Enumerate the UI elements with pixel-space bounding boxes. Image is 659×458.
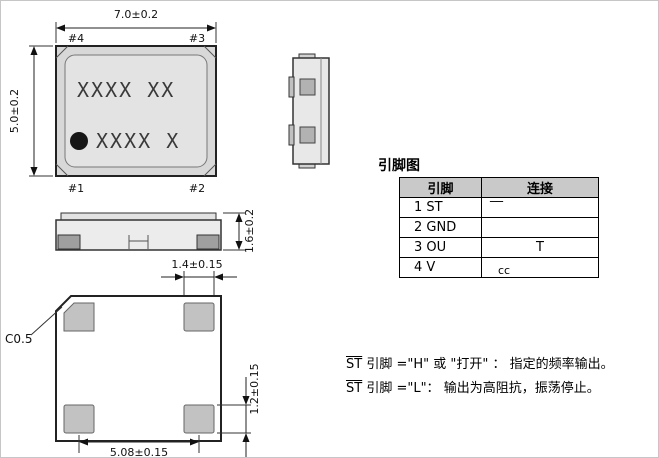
pad-top-right	[183, 302, 215, 332]
marking-line1: XXXX XX	[77, 78, 175, 102]
side-pad-bottom	[299, 126, 316, 144]
package-lid	[64, 54, 208, 168]
bottom-view: 1.4±0.15 C0.5 5.08±0.15	[5, 258, 261, 458]
dim-pad-height: 1.2±0.15	[217, 363, 261, 457]
front-body	[55, 219, 222, 251]
side-castellation-bottom	[288, 124, 295, 146]
front-pad-left	[57, 234, 81, 250]
top-view: 7.0±0.2 5.0±0.2 #4 #3 #1 #2 XXXX XX	[8, 8, 217, 195]
dim-height: 5.0±0.2	[8, 45, 53, 177]
pin-3-cell: 3 OU	[399, 237, 482, 258]
conn-4-cell: cc	[481, 257, 599, 278]
marking-line2: XXXX X	[96, 129, 180, 153]
pin-table: 引脚 连接 1 ST ‾‾ 2 GND 3 OU T 4 V cc	[399, 177, 599, 278]
note-line-1: ST 引脚 ="H" 或 "打开" ： 指定的频率输出。	[346, 353, 614, 377]
dim-thickness-label: 1.6±0.2	[243, 209, 256, 253]
side-body	[292, 57, 330, 165]
front-lid	[60, 212, 217, 221]
pad-bottom-right	[183, 404, 215, 434]
conn-1-cell: ‾‾	[481, 197, 599, 218]
pin-4-cell: 4 V	[399, 257, 482, 278]
pin-row-4: 4 V cc	[399, 257, 599, 278]
conn-3-cell: T	[481, 237, 599, 258]
pin-1-cell: 1 ST	[399, 197, 482, 218]
pin-1-label: #1	[68, 182, 84, 195]
note-1-text: 引脚 ="H" 或 "打开" ： 指定的频率输出。	[362, 357, 614, 372]
note-2-text: 引脚 ="L"： 输出为高阻抗，振荡停止。	[362, 381, 600, 396]
front-pad-right	[196, 234, 220, 250]
dim-width-label: 7.0±0.2	[114, 8, 158, 21]
dim-pad-pitch: 5.08±0.15	[78, 435, 200, 458]
dim-pad-pitch-label: 5.08±0.15	[110, 446, 168, 458]
pin-table-title: 引脚图	[378, 158, 420, 174]
pin-row-2: 2 GND	[399, 217, 599, 238]
side-pad-top	[299, 78, 316, 96]
pin-4-label: #4	[68, 32, 84, 45]
pin-row-3: 3 OU T	[399, 237, 599, 258]
side-view	[288, 53, 330, 169]
chamfer-callout: C0.5	[5, 306, 63, 346]
pin-2-cell: 2 GND	[399, 217, 482, 238]
dim-pad-width-label: 1.4±0.15	[171, 258, 222, 271]
pin-3-label: #3	[189, 32, 205, 45]
pin-table-header-row: 引脚 连接	[399, 177, 599, 198]
dim-pad-width: 1.4±0.15	[161, 258, 237, 301]
chamfer-label: C0.5	[5, 332, 32, 346]
col-header-pin: 引脚	[399, 177, 482, 198]
dim-width: 7.0±0.2	[55, 8, 217, 43]
side-castellation-top	[288, 76, 295, 98]
st-signal-name: ST	[346, 381, 363, 396]
pin1-index-dot	[70, 132, 88, 150]
note-line-2: ST 引脚 ="L"： 输出为高阻抗，振荡停止。	[346, 377, 614, 401]
pin-2-label: #2	[189, 182, 205, 195]
mechanical-drawing: 7.0±0.2 5.0±0.2 #4 #3 #1 #2 XXXX XX	[5, 8, 330, 458]
st-signal-name: ST	[346, 357, 363, 372]
conn-2-cell	[481, 217, 599, 238]
pin-row-1: 1 ST ‾‾	[399, 197, 599, 218]
function-notes: ST 引脚 ="H" 或 "打开" ： 指定的频率输出。 ST 引脚 ="L"：…	[346, 353, 614, 401]
dim-thickness: 1.6±0.2	[223, 209, 256, 253]
pad-top-left	[63, 302, 95, 332]
dim-pad-height-label: 1.2±0.15	[248, 363, 261, 414]
dim-height-label: 5.0±0.2	[8, 89, 21, 133]
pad-bottom-left	[63, 404, 95, 434]
col-header-conn: 连接	[481, 177, 599, 198]
front-view: 1.6±0.2	[55, 209, 256, 253]
